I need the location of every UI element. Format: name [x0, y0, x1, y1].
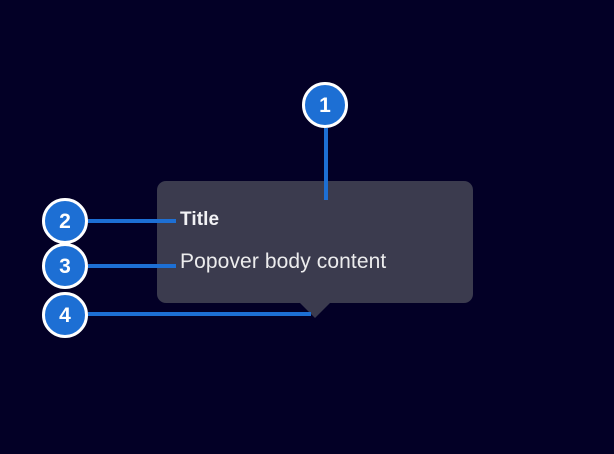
callout-marker-3[interactable]: 3 — [42, 243, 88, 289]
leader-line-3 — [88, 264, 176, 268]
leader-line-2 — [88, 219, 176, 223]
popover-title: Title — [180, 209, 220, 230]
callout-marker-1[interactable]: 1 — [302, 82, 348, 128]
popover-container — [157, 181, 473, 303]
leader-line-4 — [88, 312, 311, 316]
callout-marker-4[interactable]: 4 — [42, 292, 88, 338]
callout-marker-2[interactable]: 2 — [42, 198, 88, 244]
popover-body: Popover body content — [180, 250, 387, 273]
leader-line-1 — [324, 128, 328, 200]
